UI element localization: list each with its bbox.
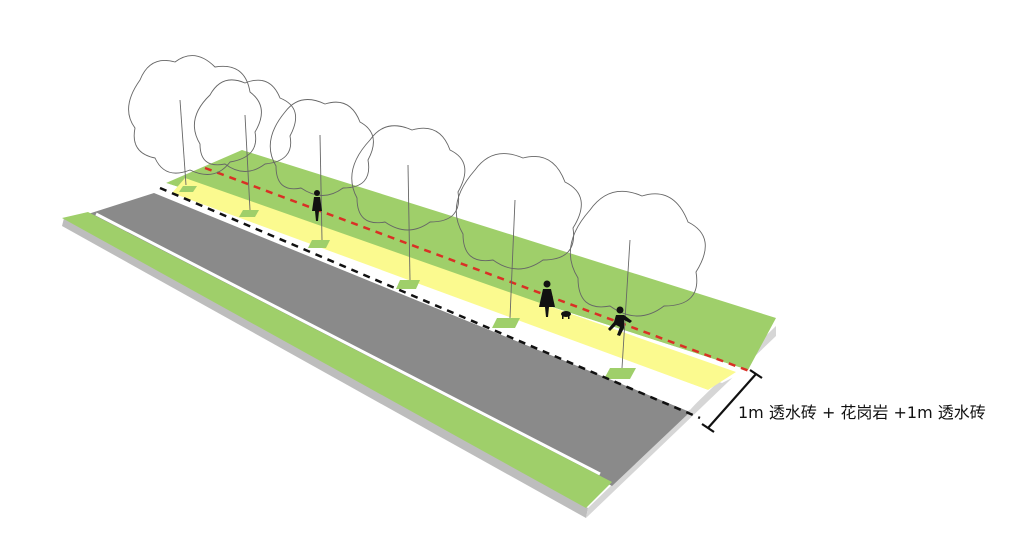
dog-icon — [561, 311, 571, 319]
tree-icon — [269, 99, 374, 241]
property-boundary-line — [204, 166, 753, 374]
sidewalk-white-outer — [154, 192, 708, 410]
dimension-marker — [701, 369, 763, 433]
tree-icon — [455, 153, 582, 319]
tree-icon — [569, 190, 706, 369]
road-asphalt — [88, 193, 690, 486]
tree-pits — [179, 186, 636, 379]
near-green-verge — [62, 212, 612, 508]
tree-icon — [351, 125, 466, 281]
tree-icon — [128, 55, 262, 186]
width-annotation: 1m 透水砖 + 花岗岩 +1m 透水砖 — [738, 403, 986, 422]
pedestrian-icon — [312, 190, 322, 221]
base-slab-front — [62, 218, 588, 518]
section-cut-line — [159, 186, 701, 420]
pedestrian-icon — [539, 280, 555, 317]
tree-icon — [193, 79, 297, 211]
road-edge-line — [95, 212, 601, 476]
runner-icon — [608, 306, 632, 336]
walkway-yellow — [172, 178, 736, 390]
